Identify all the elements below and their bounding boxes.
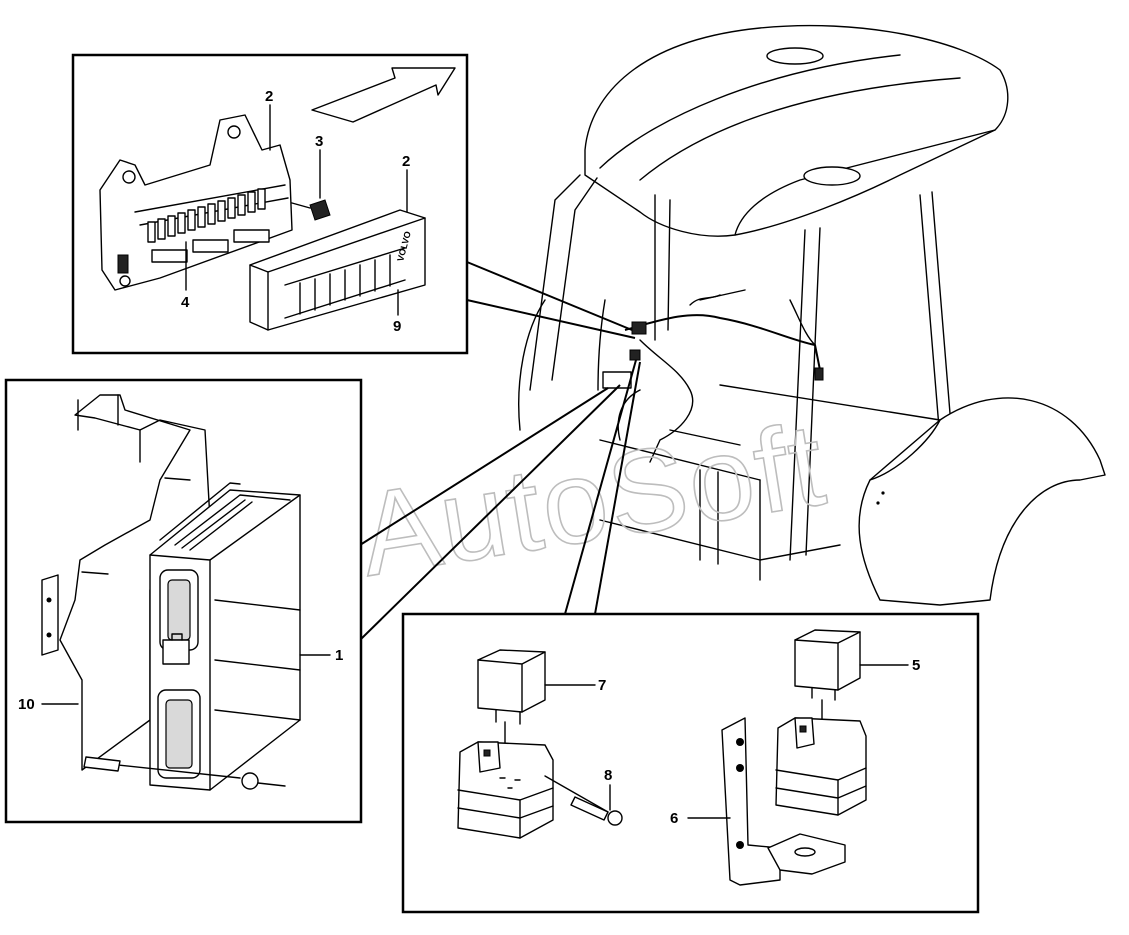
direction-arrow — [311, 67, 456, 123]
callout-2-cover: 2 — [402, 153, 410, 170]
detail-box-relays: 7 5 8 6 — [401, 612, 980, 914]
relay-socket-left — [457, 741, 554, 839]
watermark-text: AutoSoft — [351, 398, 835, 602]
detail-box-fuse-center: VOLVO 2 3 2 4 9 — [71, 53, 469, 355]
callout-10: 10 — [18, 696, 35, 713]
fuse-cover-part-9: VOLVO — [249, 209, 426, 331]
bracket-part-6 — [721, 717, 846, 886]
callout-8: 8 — [604, 767, 612, 784]
relay-socket-right — [775, 717, 867, 816]
fuse-row — [147, 188, 266, 243]
callout-7: 7 — [598, 677, 606, 694]
fuse-part-3 — [309, 199, 331, 221]
relay-part-5 — [794, 629, 861, 701]
callout-5: 5 — [912, 657, 920, 674]
callout-4: 4 — [181, 294, 190, 311]
bracket-part-10 — [59, 394, 211, 771]
leader-lines — [359, 261, 641, 641]
callout-1: 1 — [335, 647, 343, 664]
callout-6: 6 — [670, 810, 678, 827]
callout-2-top: 2 — [265, 88, 273, 105]
detail-box-control-unit: 1 10 — [4, 378, 363, 824]
relay-part-7 — [477, 649, 546, 725]
callout-3: 3 — [315, 133, 323, 150]
cab-illustration — [518, 24, 1106, 606]
callout-9: 9 — [393, 318, 401, 335]
